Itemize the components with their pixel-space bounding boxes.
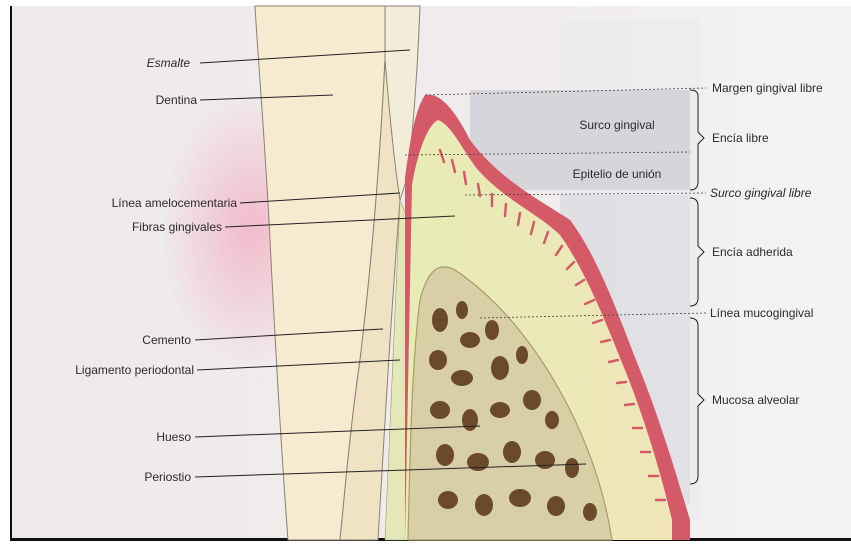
label-hueso: Hueso — [156, 430, 191, 444]
label-dentina: Dentina — [156, 93, 198, 107]
label-mucosa-alveolar: Mucosa alveolar — [712, 393, 799, 407]
label-esmalte: Esmalte — [147, 56, 191, 70]
label-margen-gingival-libre: Margen gingival libre — [712, 81, 823, 95]
label-epitelio-de-union: Epitelio de unión — [573, 167, 662, 181]
label-linea-mucogingival: Línea mucogingival — [710, 306, 813, 320]
label-encia-adherida: Encía adherida — [712, 245, 793, 259]
label-encia-libre: Encía libre — [712, 131, 769, 145]
label-linea-amelocementaria: Línea amelocementaria — [112, 196, 238, 210]
label-periostio: Periostio — [144, 470, 191, 484]
frame-left-edge — [10, 6, 12, 540]
label-fibras-gingivales: Fibras gingivales — [132, 220, 222, 234]
label-ligamento-periodontal: Ligamento periodontal — [75, 363, 194, 377]
label-surco-gingival: Surco gingival — [579, 118, 654, 132]
label-cemento: Cemento — [142, 333, 191, 347]
label-surco-gingival-libre: Surco gingival libre — [710, 186, 812, 200]
